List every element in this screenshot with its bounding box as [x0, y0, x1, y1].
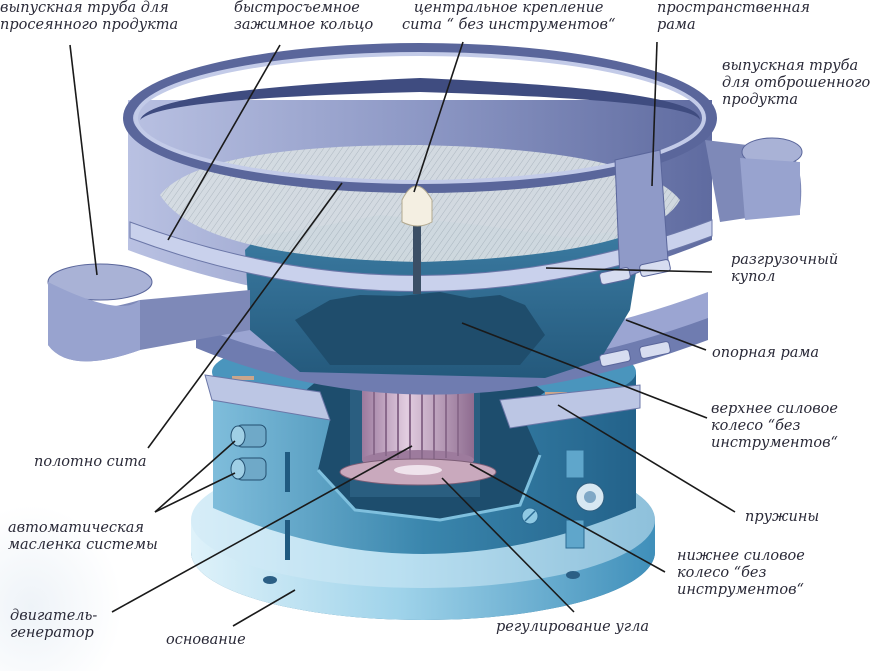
base-bolt-hole-left [263, 576, 277, 584]
label-upper-wheel: верхнее силовое колесо “без инструментов… [711, 401, 838, 451]
lubricator-fittings [230, 424, 267, 481]
leader-support-frame [625, 319, 707, 351]
label-discharge-dome: разгрузочный купол [731, 252, 839, 285]
label-springs: пружины [745, 509, 820, 525]
leader-lines [69, 41, 736, 627]
clamp-latches [599, 259, 671, 367]
label-base: основание [166, 632, 246, 648]
leader-motor [111, 445, 413, 613]
leader-clamp-ring [167, 44, 281, 241]
label-angle-adjust: регулирование угла [496, 619, 649, 635]
leader-upper-wheel [461, 322, 708, 419]
label-outlet-sifted: выпускная труба для просеянного продукта [0, 0, 179, 33]
leader-lubricator-1 [154, 440, 236, 513]
outlet-rejected-pipe [705, 137, 803, 222]
label-clamp-ring: быстросъемное зажимное кольцо [234, 0, 374, 33]
base-bolt-hole-right [566, 571, 580, 579]
label-sieve-cloth: полотно сита [34, 454, 147, 470]
leader-outlet-sifted [69, 44, 98, 276]
label-support-frame: опорная рама [712, 345, 820, 361]
leader-central-mount [413, 41, 464, 193]
leader-spatial-frame [651, 41, 658, 187]
label-outlet-rejected: выпускная труба для отброшенного продукт… [722, 58, 871, 108]
leader-lower-wheel [469, 463, 666, 573]
leader-sieve-cloth [147, 182, 343, 449]
label-motor: двигатель- генератор [10, 608, 98, 641]
central-mount [401, 185, 433, 294]
leader-lubricator-2 [154, 472, 236, 513]
leader-discharge-dome [545, 267, 713, 273]
label-spatial-frame: пространственная рама [657, 0, 810, 33]
label-lubricator: автоматическая масленка системы [8, 520, 158, 553]
outlet-sifted-pipe [47, 263, 250, 362]
label-central-mount: центральное крепление сита “ без инструм… [402, 0, 616, 33]
leader-base [232, 589, 296, 627]
leader-springs [557, 404, 736, 513]
label-lower-wheel: нижнее силовое колесо “без инструментов“ [677, 548, 805, 598]
leader-angle-adjust [441, 477, 575, 613]
support-frame-ring [196, 310, 708, 395]
